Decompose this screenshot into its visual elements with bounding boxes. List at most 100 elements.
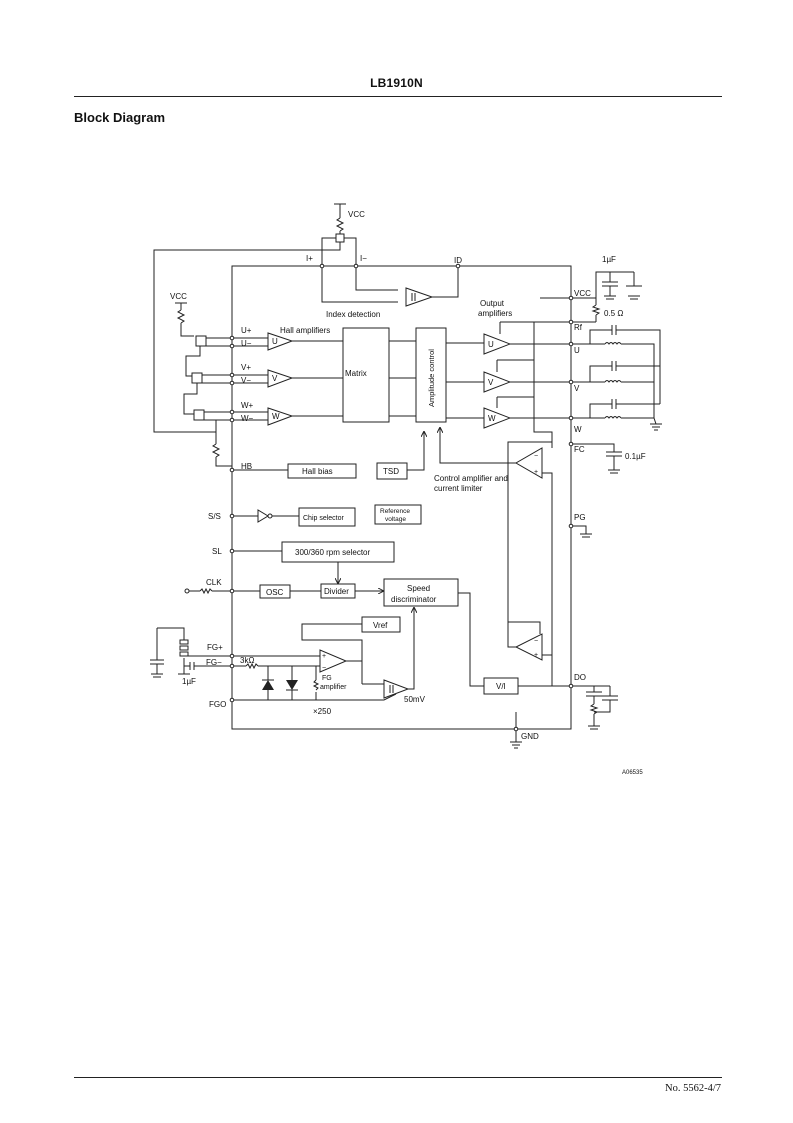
fg-amplifier: + −: [232, 649, 362, 700]
svg-text:−: −: [322, 665, 326, 672]
svg-text:+: +: [534, 652, 538, 659]
pin-pg: PG: [574, 513, 586, 522]
amplitude-control-label: Amplitude control: [427, 349, 436, 407]
pin-rf: Rf: [574, 323, 583, 332]
pin-v-out: V: [574, 384, 580, 393]
pin-sl: SL: [212, 547, 222, 556]
fifty-mv-label: 50mV: [404, 695, 426, 704]
output-amp-u: U: [483, 333, 512, 355]
i-minus-label: I−: [360, 254, 367, 263]
reference-voltage-label-1: Reference: [380, 508, 410, 515]
pin-do: DO: [574, 673, 586, 682]
vi-label: V/I: [496, 682, 506, 691]
point-one-uf-label: 0.1µF: [625, 452, 646, 461]
half-ohm-label: 0.5 Ω: [604, 309, 623, 318]
matrix-to-amp-lines: [389, 340, 484, 419]
pin-fg-minus: FG−: [206, 658, 222, 667]
output-wiring: [496, 297, 571, 444]
fg-input-network: [150, 627, 232, 678]
output-amp-v: V: [483, 371, 512, 393]
clk-input: [184, 587, 260, 595]
pin-hb: HB: [241, 462, 252, 471]
osc-label: OSC: [266, 588, 284, 597]
rpm-selector-label: 300/360 rpm selector: [295, 548, 370, 557]
pin-u-out: U: [574, 346, 580, 355]
control-amp-label-2: current limiter: [434, 484, 483, 493]
drawing-code: A06535: [622, 770, 643, 776]
fg-diodes: [262, 666, 298, 700]
ss-buffer: [232, 509, 299, 523]
pin-fg-plus: FG+: [207, 643, 223, 652]
speed-discriminator-block: [383, 578, 459, 607]
ic-boundary: [231, 265, 572, 730]
amplitude-control-block: [415, 327, 447, 423]
pin-u-minus: U−: [241, 339, 252, 348]
hall-amp-u: U: [267, 332, 294, 351]
left-pin-dots: [229, 335, 235, 703]
tsd-label: TSD: [383, 467, 399, 476]
hall-amp-wiring: [232, 337, 343, 421]
one-uf-top-label: 1µF: [602, 255, 616, 264]
pin-fgo: FGO: [209, 700, 226, 709]
three-kohm-label: 3kΩ: [240, 656, 254, 665]
pin-fc: FC: [574, 445, 585, 454]
hall-sensor-network: [175, 302, 232, 467]
pin-ss: S/S: [208, 512, 221, 521]
output-amp-w: W: [483, 407, 512, 429]
output-amplifiers-label-1: Output: [480, 299, 505, 308]
svg-text:W: W: [488, 414, 496, 423]
do-network: [571, 685, 618, 730]
chip-selector-block: [298, 507, 356, 527]
x250-label: ×250: [313, 707, 332, 716]
pin-w-out: W: [574, 425, 582, 434]
svg-text:−: −: [534, 453, 538, 460]
svg-text:+: +: [534, 469, 538, 476]
svg-text:V: V: [272, 374, 278, 383]
speed-disc-label-1: Speed: [407, 584, 430, 593]
vcc-top-supply: [334, 203, 346, 243]
chip-selector-label: Chip selector: [303, 515, 345, 522]
matrix-label: Matrix: [345, 369, 367, 378]
rf-resistor: [571, 298, 601, 323]
speed-to-vi: [458, 592, 484, 687]
pg-ground: [571, 525, 592, 538]
pin-v-minus: V−: [241, 376, 251, 385]
vref-wire: [301, 623, 363, 684]
control-amplifier: − +: [440, 428, 553, 686]
hall-amp-w: W: [267, 407, 294, 426]
reference-voltage-block: [374, 504, 422, 525]
fc-capacitor: [571, 443, 622, 474]
speed-disc-label-2: discriminator: [391, 595, 437, 604]
divider-label: Divider: [324, 587, 349, 596]
svg-text:U: U: [272, 337, 278, 346]
footer-rule: [74, 1077, 722, 1078]
pin-vcc-right: VCC: [574, 289, 591, 298]
fg-amplifier-label-2: amplifier: [320, 684, 347, 691]
vref-label: Vref: [373, 621, 388, 630]
svg-text:−: −: [534, 638, 538, 645]
svg-text:V: V: [488, 378, 494, 387]
pin-gnd: GND: [521, 732, 539, 741]
vcc-left-label: VCC: [170, 292, 187, 301]
pin-v-plus: V+: [241, 363, 251, 372]
reference-voltage-label-2: voltage: [385, 516, 406, 523]
svg-text:U: U: [488, 340, 494, 349]
tsd-wire: [407, 432, 424, 471]
i-plus-label: I+: [306, 254, 313, 263]
index-detection-label: Index detection: [326, 310, 380, 319]
id-label: ID: [454, 256, 462, 265]
index-comparator: [405, 266, 459, 307]
pin-w-minus: W−: [241, 414, 254, 423]
pin-u-plus: U+: [241, 326, 252, 335]
hall-amp-v: V: [267, 369, 294, 388]
vcc-decoupling: [571, 271, 642, 300]
fg-comparator: [232, 608, 414, 701]
hall-bias-block: [287, 463, 357, 479]
tsd-block: [376, 462, 408, 480]
part-number: LB1910N: [370, 76, 423, 90]
hall-feed-lines: [153, 237, 398, 433]
svg-text:+: +: [322, 653, 326, 660]
right-pin-dots: [319, 263, 574, 732]
output-amplifiers-label-2: amplifiers: [478, 309, 512, 318]
